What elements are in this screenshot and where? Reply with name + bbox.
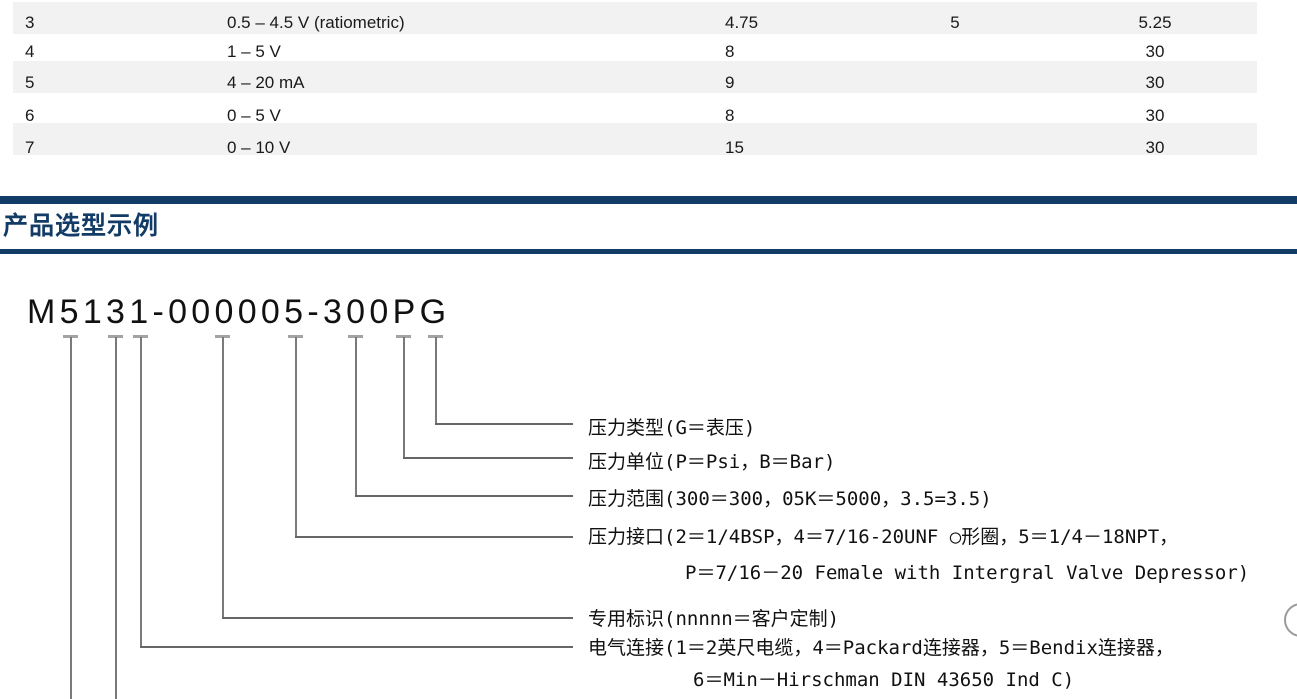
leader-line-electrical-connection [140,337,142,647]
char-tick [348,335,363,338]
cell-code: 3 [25,13,35,32]
cell-max: 30 [1145,42,1165,61]
callout-pressure-type: 压力类型(G＝表压) [588,417,756,439]
cell-max: 30 [1145,106,1165,125]
leader-line-pressure-type [435,337,437,425]
section-title: 产品选型示例 [3,212,160,240]
table-stripe [13,2,1257,34]
callout-pressure-range: 压力范围(300＝300，05K＝5000，3.5=3.5) [588,488,992,510]
leader-line [70,337,72,699]
connector-custom-id [222,617,573,619]
callout-electrical-connection-line2: 6＝Min－Hirschman DIN 43650 Ind C) [693,669,1075,691]
char-tick [108,335,123,338]
char-tick [63,335,78,338]
cell-min: 8 [725,106,735,125]
table-row: 5 4 – 20 mA 9 30 [0,73,1297,93]
leader-line-pressure-range [355,337,357,497]
char-tick [396,335,411,338]
char-tick [215,335,230,338]
connector-pressure-unit [403,457,573,459]
section-bar-bottom [0,249,1297,254]
page-edge-circle [1284,603,1297,637]
char-tick [133,335,148,338]
cell-min: 4.75 [725,13,759,32]
cell-min: 8 [725,42,735,61]
cell-output: 0 – 5 V [227,106,281,125]
cell-typ: 5 [950,13,960,32]
cell-output: 0.5 – 4.5 V (ratiometric) [227,13,405,32]
table-row: 6 0 – 5 V 8 30 [0,106,1297,126]
leader-line-pressure-unit [403,337,405,459]
cell-max: 5.25 [1138,13,1172,32]
cell-code: 7 [25,138,35,157]
table-row: 3 0.5 – 4.5 V (ratiometric) 4.75 5 5.25 [0,13,1297,33]
part-number: M5131-000005-300PG [27,293,451,331]
callout-custom-id: 专用标识(nnnnn＝客户定制) [588,608,840,630]
cell-min: 9 [725,73,735,92]
cell-min: 15 [725,138,744,157]
leader-line [115,337,117,699]
callout-pressure-unit: 压力单位(P＝Psi，B＝Bar) [588,451,836,473]
leader-line-custom-id [222,337,224,618]
cell-code: 5 [25,73,35,92]
cell-max: 30 [1145,138,1165,157]
char-tick [288,335,303,338]
callout-pressure-port: 压力接口(2＝1/4BSP，4＝7/16-20UNF ○形圈，5＝1/4－18N… [588,526,1179,548]
table-stripe [13,123,1257,155]
table-stripe [13,61,1257,93]
connector-pressure-port [295,536,573,538]
connector-electrical-connection [140,646,573,648]
connector-pressure-type [435,423,573,425]
cell-output: 4 – 20 mA [227,73,305,92]
char-tick [428,335,443,338]
cell-code: 4 [25,42,35,61]
table-row: 4 1 – 5 V 8 30 [0,42,1297,62]
cell-max: 30 [1145,73,1165,92]
callout-electrical-connection: 电气连接(1＝2英尺电缆，4＝Packard连接器，5＝Bendix连接器， [588,637,1174,659]
connector-pressure-range [355,495,573,497]
section-bar-top [0,196,1297,204]
cell-output: 1 – 5 V [227,42,281,61]
table-row: 7 0 – 10 V 15 30 [0,138,1297,158]
leader-line-pressure-port [295,337,297,538]
cell-output: 0 – 10 V [227,138,291,157]
callout-pressure-port-line2: P＝7/16－20 Female with Intergral Valve De… [685,562,1250,584]
cell-code: 6 [25,106,35,125]
